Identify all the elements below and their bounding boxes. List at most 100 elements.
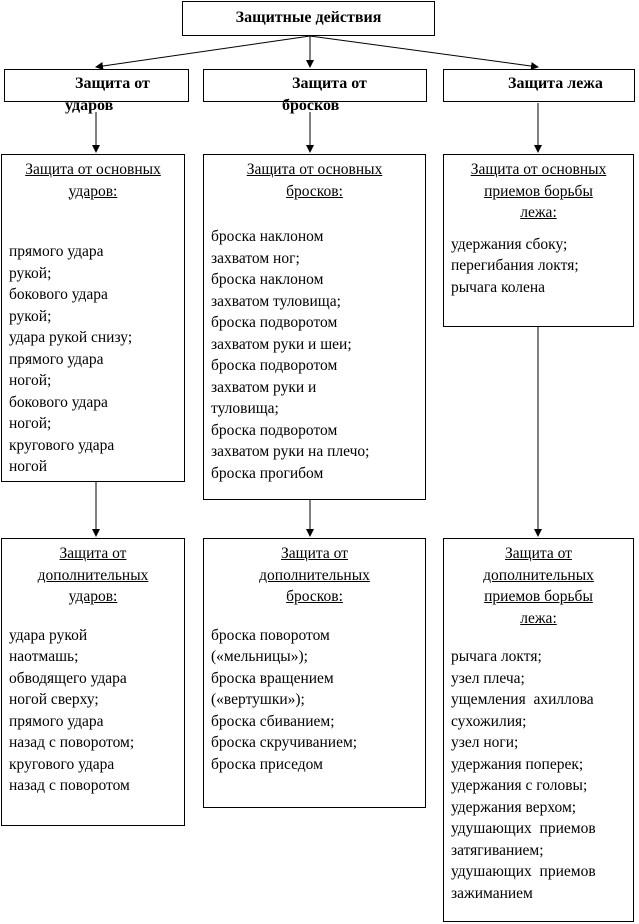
heading-line: лежа:: [520, 609, 557, 627]
list-item: удержания поперек;: [451, 755, 584, 773]
list-item: бокового удара: [9, 393, 108, 411]
card-throws-extra: Защита от дополнительных бросков: броска…: [203, 538, 426, 808]
list-item: захватом руки и: [211, 378, 317, 396]
list-item: туловища;: [211, 400, 279, 417]
list-item: удара рукой: [9, 626, 88, 644]
heading-line: дополнительных: [259, 566, 370, 584]
list-item: наотмашь;: [9, 648, 79, 665]
list-item: («вертушки»);: [211, 691, 305, 708]
category-strikes-line2: ударов: [65, 97, 114, 114]
category-ground: Защита лежа: [443, 69, 635, 102]
category-throws-line2: бросков: [282, 97, 340, 114]
heading-line: Защита от основных: [246, 161, 383, 178]
list-item: удержания с головы;: [451, 777, 588, 794]
list-item: ногой;: [9, 372, 52, 389]
heading-line: Защита от: [281, 545, 348, 562]
heading-line: Защита от: [505, 545, 572, 562]
connector-root-strikes: [95, 35, 311, 70]
category-ground-line1: Защита лежа: [508, 75, 603, 92]
list-item: броска подворотом: [211, 421, 338, 439]
list-item: затягиванием;: [451, 841, 544, 859]
list-item: ногой сверху;: [9, 691, 99, 708]
card-ground-extra-heading: Защита от дополнительных приемов борьбы …: [451, 543, 626, 629]
list-item: прямого удара: [9, 712, 104, 730]
list-item: броска приседом: [211, 755, 323, 773]
list-item: рычага колена: [451, 278, 546, 296]
list-item: узел ноги;: [451, 734, 519, 751]
heading-line: бросков:: [286, 182, 343, 200]
list-item: ногой: [9, 458, 48, 475]
card-ground-basic: Защита от основных приемов борьбы лежа: …: [443, 154, 634, 327]
card-ground-basic-list: удержания сбоку; перегибания локтя; рыча…: [451, 234, 626, 299]
card-ground-basic-heading: Защита от основных приемов борьбы лежа:: [451, 159, 626, 224]
card-ground-extra: Защита от дополнительных приемов борьбы …: [443, 538, 634, 922]
list-item: броска наклоном: [211, 271, 324, 288]
list-item: перегибания локтя;: [451, 257, 579, 274]
list-item: зажиманием: [451, 884, 533, 902]
list-item: кругового удара: [9, 755, 115, 773]
list-item: захватом руки на плечо;: [211, 443, 370, 460]
list-item: броска вращением: [211, 669, 334, 687]
card-throws-basic-list: броска наклоном захватом ног; броска нак…: [211, 226, 418, 484]
list-item: удержания сбоку;: [451, 235, 568, 253]
list-item: рычага локтя;: [451, 648, 542, 665]
list-item: захватом туловища;: [211, 292, 341, 310]
list-item: удушающих приемов: [451, 820, 596, 837]
list-item: рукой;: [9, 264, 52, 282]
heading-line: приемов борьбы: [484, 588, 593, 605]
list-item: сухожилия;: [451, 712, 527, 730]
heading-line: лежа:: [520, 204, 557, 221]
list-item: прямого удара: [9, 350, 104, 368]
list-item: ногой;: [9, 415, 52, 432]
card-throws-extra-list: броска поворотом («мельницы»); броска вр…: [211, 625, 418, 776]
card-strikes-extra: Защита от дополнительных ударов: удара р…: [1, 538, 185, 826]
card-strikes-basic-list: прямого удара рукой; бокового удара руко…: [9, 241, 177, 478]
list-item: рукой;: [9, 307, 52, 325]
category-throws: Защита от бросков: [203, 69, 427, 114]
list-item: удержания верхом;: [451, 798, 577, 816]
category-strikes-line1: Защита от: [75, 75, 150, 92]
category-strikes: Защита от ударов: [4, 69, 189, 114]
list-item: бокового удара: [9, 286, 108, 303]
list-item: обводящего удара: [9, 669, 127, 687]
list-item: назад с поворотом: [9, 777, 130, 794]
list-item: броска прогибом: [211, 464, 324, 482]
list-item: узел плеча;: [451, 669, 525, 687]
list-item: броска скручиванием;: [211, 734, 358, 751]
heading-line: дополнительных: [37, 566, 149, 584]
card-strikes-basic-heading: Защита от основных ударов:: [9, 159, 177, 202]
list-item: удушающих приемов: [451, 863, 596, 880]
list-item: прямого удара: [9, 243, 104, 260]
category-throws-line1: Защита от: [292, 75, 367, 92]
list-item: назад с поворотом;: [9, 734, 135, 751]
card-throws-basic-heading: Защита от основных бросков:: [211, 159, 418, 202]
heading-line: бросков:: [286, 588, 343, 605]
list-item: броска сбиванием;: [211, 712, 335, 730]
list-item: броска наклоном: [211, 228, 324, 245]
root-box: Защитные действия: [182, 1, 435, 36]
card-throws-extra-heading: Защита от дополнительных бросков:: [211, 543, 418, 608]
heading-line: Защита от: [59, 545, 127, 562]
list-item: броска подворотом: [211, 357, 338, 374]
heading-line: приемов борьбы: [484, 182, 593, 200]
card-throws-basic: Защита от основных бросков: броска накло…: [203, 154, 426, 500]
card-ground-extra-list: рычага локтя; узел плеча; ущемления ахил…: [451, 646, 626, 904]
list-item: броска поворотом: [211, 626, 330, 644]
heading-line: Защита от основных: [25, 161, 161, 178]
heading-line: Защита от основных: [470, 161, 607, 178]
connector-root-ground: [309, 35, 539, 71]
card-strikes-extra-heading: Защита от дополнительных ударов:: [9, 543, 177, 608]
list-item: броска подворотом: [211, 314, 338, 331]
root-title: Защитные действия: [235, 9, 382, 26]
list-item: захватом руки и шеи;: [211, 335, 352, 353]
list-item: ущемления ахиллова: [451, 691, 594, 708]
list-item: удара рукой снизу;: [9, 329, 133, 346]
list-item: захватом ног;: [211, 249, 300, 267]
heading-line: дополнительных: [483, 566, 594, 584]
heading-line: ударов:: [68, 182, 118, 200]
card-strikes-basic: Защита от основных ударов: прямого удара…: [1, 154, 185, 482]
card-strikes-extra-list: удара рукой наотмашь; обводящего удара н…: [9, 625, 177, 797]
list-item: кругового удара: [9, 436, 115, 454]
heading-line: ударов:: [68, 588, 118, 605]
